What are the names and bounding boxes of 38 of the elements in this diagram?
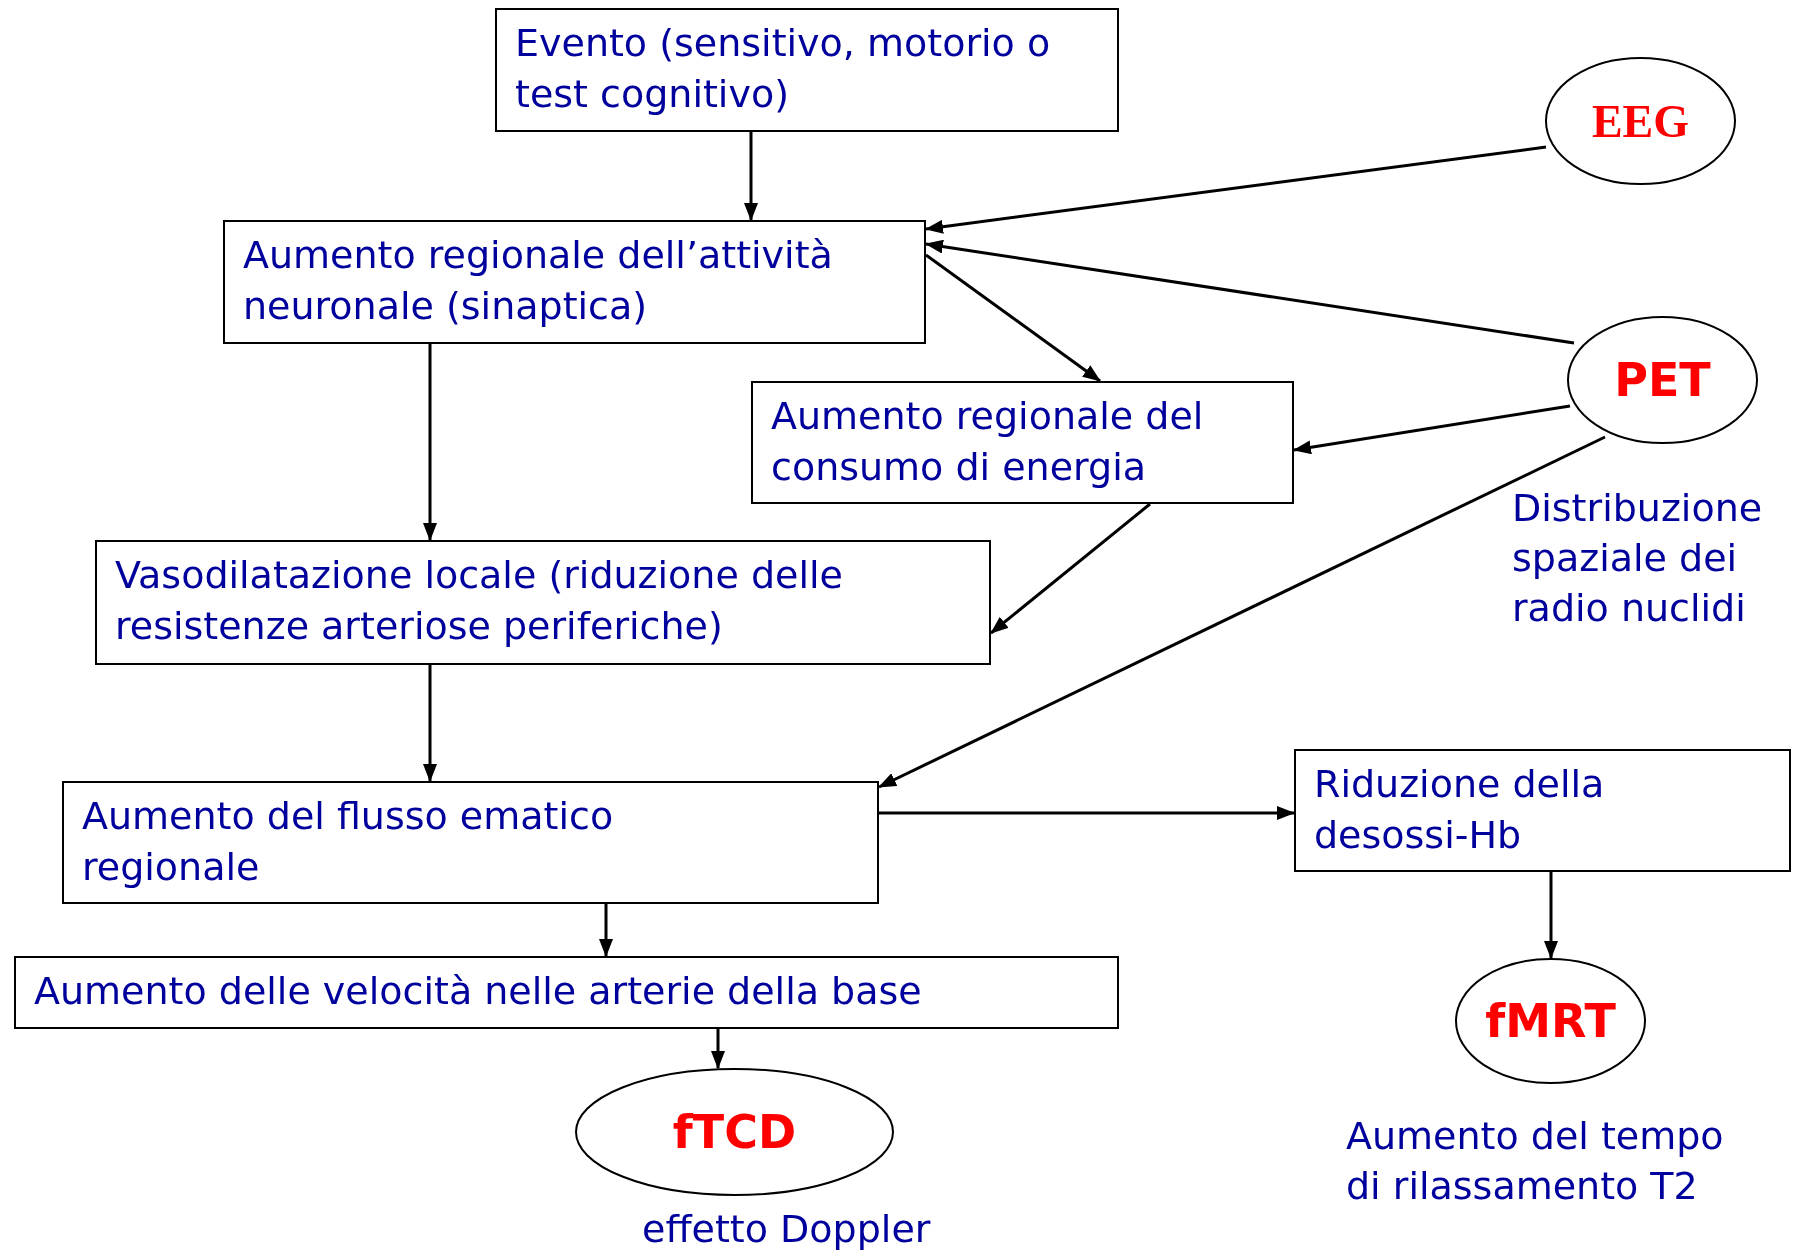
arrow (744, 132, 758, 221)
arrow (990, 502, 1151, 635)
process-box (14, 956, 1119, 1029)
arrow (599, 904, 613, 957)
process-box (95, 540, 991, 665)
box-text: Aumento del flusso ematico regionale (82, 793, 615, 891)
arrow (879, 806, 1295, 820)
arrow (423, 344, 437, 541)
process-box (223, 220, 926, 344)
method-ellipse (1567, 316, 1758, 444)
box-text: Evento (sensitivo, motorio o test cognitivo) (515, 20, 1052, 118)
process-box (751, 381, 1294, 504)
arrow (1544, 872, 1558, 959)
box-text: Riduzione della desossi-Hb (1314, 761, 1606, 859)
arrow (878, 435, 1606, 789)
box-text: Aumento regionale dell’attività neuronale (sinaptica) (243, 232, 834, 330)
arrow (925, 239, 1575, 345)
method-ellipse (1545, 57, 1736, 185)
method-caption: Distribuzione spaziale dei radio nuclidi (1512, 485, 1764, 632)
method-caption: Aumento del tempo di rilassamento T2 (1346, 1113, 1725, 1210)
method-caption: effetto Doppler (642, 1206, 932, 1253)
method-label: fTCD (672, 1105, 797, 1159)
arrow (1293, 404, 1571, 455)
method-label: PET (1614, 353, 1711, 407)
arrow (711, 1029, 725, 1069)
process-box (1294, 749, 1791, 872)
method-ellipse (575, 1068, 894, 1196)
arrow (423, 665, 437, 782)
method-ellipse (1455, 958, 1646, 1084)
method-label: fMRT (1485, 994, 1616, 1048)
box-text: Aumento regionale del consumo di energia (771, 393, 1205, 491)
box-text: Vasodilatazione locale (riduzione delle resistenze arteriose periferiche) (115, 552, 844, 650)
method-label: EEG (1591, 94, 1690, 148)
process-box (62, 781, 879, 904)
process-box (495, 8, 1119, 132)
box-text: Aumento delle velocità nelle arterie della base (34, 968, 923, 1015)
arrow (925, 145, 1547, 234)
arrow (925, 253, 1101, 383)
